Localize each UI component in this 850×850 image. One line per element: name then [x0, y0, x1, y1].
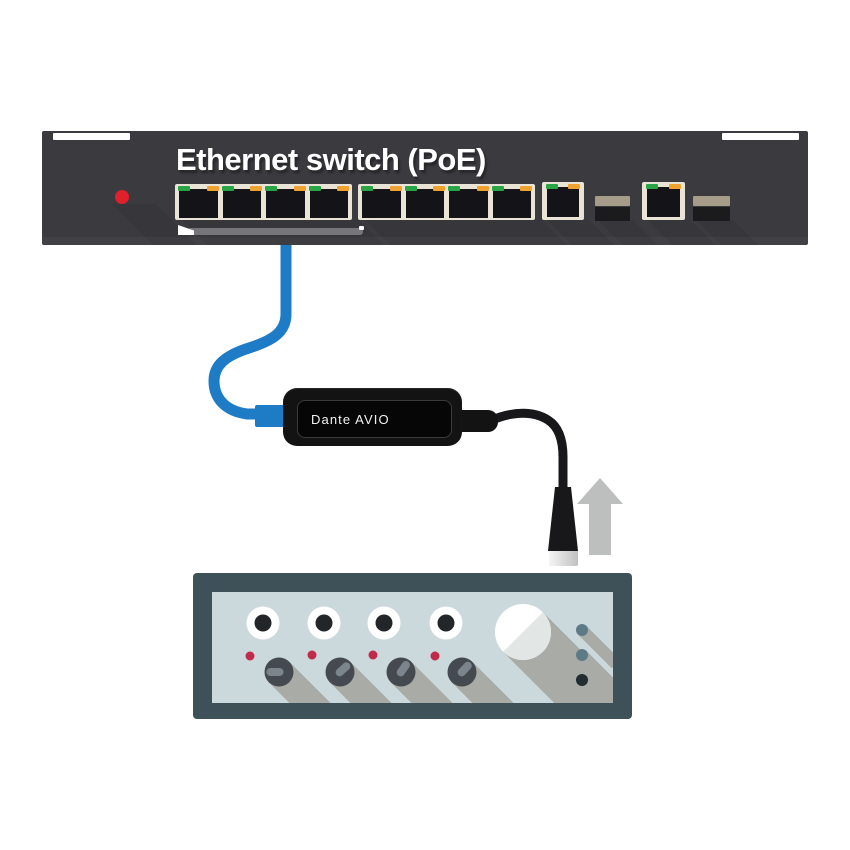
dot-shadow: [577, 650, 613, 694]
rj45-port: [646, 184, 681, 217]
activity-led: [520, 186, 532, 191]
up-arrow-icon: [577, 478, 623, 555]
rj45-port: [361, 186, 402, 218]
ethernet-plug: [255, 405, 288, 427]
device-panel: [212, 592, 613, 703]
activity-led: [568, 184, 580, 189]
activity-led: [433, 186, 445, 191]
xlr-cable: [487, 408, 568, 495]
device-panel-art: [245, 604, 613, 703]
rack-handle-left: [53, 133, 130, 140]
label-tray: [188, 228, 363, 235]
rj45-port: [308, 186, 349, 218]
activity-led: [389, 186, 402, 191]
signal-indicator: [245, 651, 255, 661]
dot-shadow: [577, 625, 613, 669]
activity-led: [337, 186, 349, 191]
adapter-label: Dante AVIO: [311, 411, 390, 427]
label-tray-end: [359, 226, 364, 230]
ethernet-cable: [208, 243, 292, 420]
link-led: [265, 186, 277, 191]
sfp-slot-bay: [693, 207, 730, 221]
audio-device: [193, 573, 632, 719]
rj45-port: [404, 186, 445, 218]
rj45-port: [221, 186, 262, 218]
sfp-slot-cover: [693, 196, 730, 206]
gain-knob-pointer: [457, 661, 472, 677]
dante-avio-adapter: Dante AVIO: [283, 388, 462, 446]
signal-indicator: [430, 651, 440, 661]
link-led: [546, 184, 558, 189]
activity-led: [476, 186, 489, 191]
switch-label: Ethernet switch (PoE): [176, 142, 486, 177]
adapter-strain-relief: [458, 410, 498, 432]
rack-handle-right: [722, 133, 799, 140]
sfp-slot-cover: [595, 196, 630, 206]
gain-knob-pointer: [335, 662, 351, 677]
ethernet-switch: Ethernet switch (PoE): [42, 131, 808, 245]
power-led: [115, 190, 129, 204]
xlr-input-jack-center: [315, 614, 333, 632]
sfp-slot: [595, 196, 630, 221]
sfp-slot: [693, 196, 730, 221]
rj45-port-group: [358, 184, 535, 220]
xlr-connector-tip: [549, 551, 578, 566]
rj45-port-group: [175, 184, 352, 220]
rj45-port: [491, 186, 532, 218]
rj45-port: [178, 186, 219, 218]
link-led: [646, 184, 658, 189]
link-led: [404, 186, 417, 191]
label-tray-tab: [178, 225, 194, 235]
signal-indicator: [307, 650, 317, 660]
activity-led: [293, 186, 306, 191]
link-led: [361, 186, 373, 191]
gain-knob-pointer: [396, 661, 410, 677]
xlr-input-jack-center: [375, 614, 393, 632]
activity-led: [669, 184, 681, 189]
switch-ports: [42, 131, 808, 245]
link-led: [308, 186, 321, 191]
gain-knob-pointer: [266, 668, 284, 676]
adapter-faceplate: Dante AVIO: [297, 400, 452, 438]
link-led: [491, 186, 504, 191]
xlr-input-jack-center: [254, 614, 272, 632]
xlr-input-jack-center: [437, 614, 455, 632]
link-led: [448, 186, 460, 191]
rj45-port: [448, 186, 489, 218]
sfp-slot-bay: [595, 207, 630, 221]
side-dot: [576, 624, 588, 636]
side-dot: [576, 649, 588, 661]
signal-indicator: [368, 650, 378, 660]
link-led: [221, 186, 234, 191]
side-dot: [576, 674, 588, 686]
xlr-connector: [548, 487, 578, 551]
link-led: [178, 186, 190, 191]
rj45-port: [546, 184, 580, 217]
volume-dial-shade: [503, 612, 552, 661]
activity-led: [206, 186, 219, 191]
activity-led: [250, 186, 262, 191]
rj45-uplink-port: [542, 182, 584, 220]
rj45-uplink-port: [642, 182, 685, 220]
rj45-port: [265, 186, 306, 218]
